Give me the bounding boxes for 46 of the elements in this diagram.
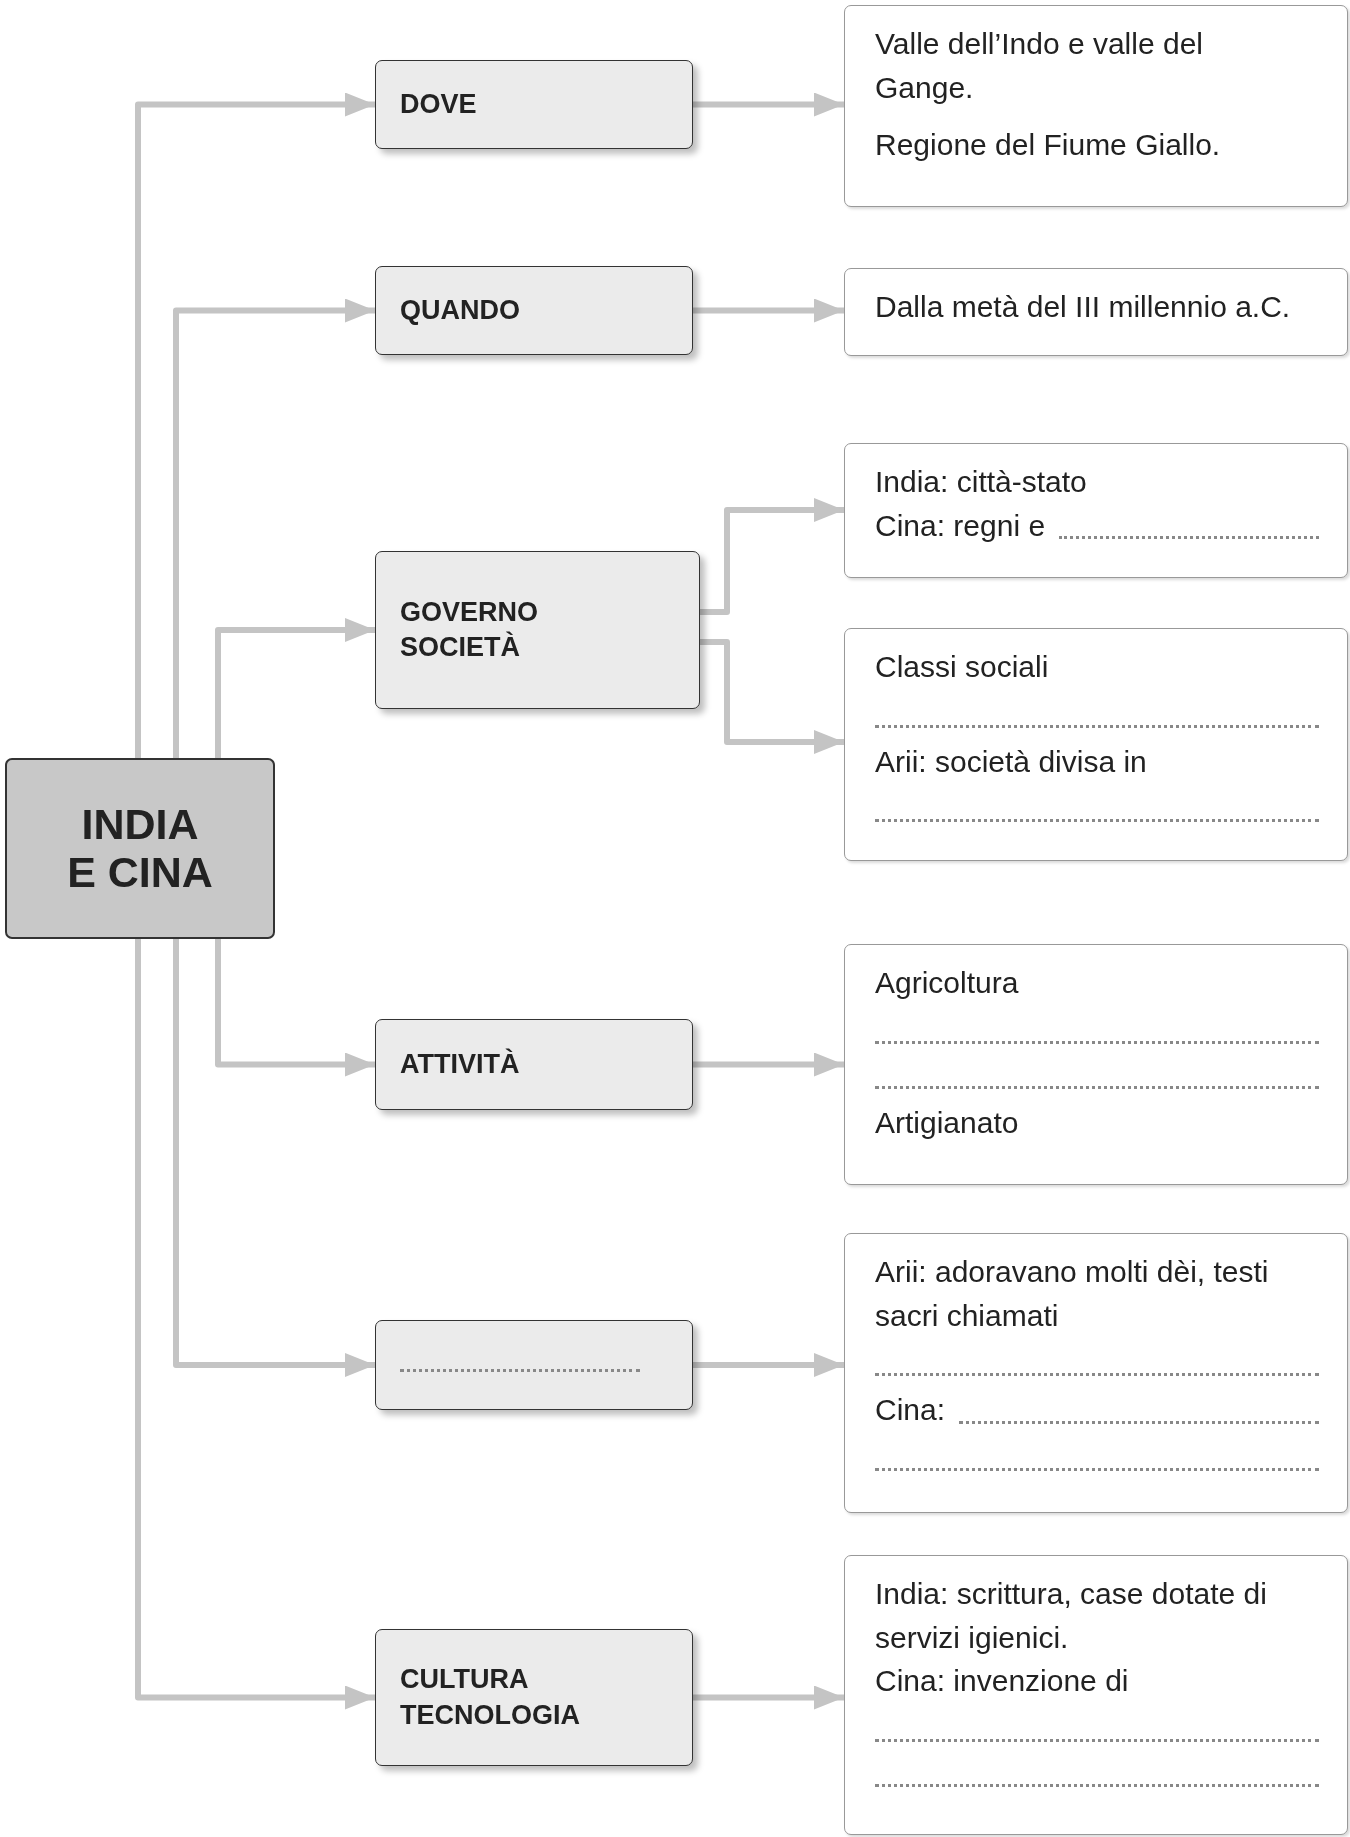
- category-label: CULTURA TECNOLOGIA: [400, 1663, 581, 1732]
- info-box: [844, 443, 1348, 578]
- node-text: India: scrittura, case dotate di servizi igienici.: [875, 1576, 1268, 1656]
- node-text: Arii: società divisa in: [875, 743, 1148, 780]
- category-box: [375, 1320, 693, 1410]
- arrow: [693, 92, 844, 117]
- category-box: [375, 1019, 693, 1110]
- node-text: Valle dell’Indo e valle del Gange.: [875, 26, 1204, 106]
- arrow: [693, 298, 844, 323]
- category-label: DOVE: [400, 87, 478, 121]
- arrow: [215, 939, 375, 1077]
- arrow: [693, 1685, 844, 1710]
- info-box: [844, 944, 1348, 1185]
- info-box: [844, 1233, 1348, 1513]
- arrow: [700, 639, 844, 754]
- topic-title: INDIA E CINA: [66, 801, 214, 896]
- arrow: [135, 92, 375, 758]
- arrow: [693, 1052, 844, 1077]
- node-text: Artigianato: [875, 1104, 1020, 1141]
- category-box: [375, 266, 693, 355]
- arrow: [173, 939, 375, 1377]
- info-box: [844, 268, 1348, 356]
- arrow: [135, 939, 375, 1710]
- category-label: ATTIVITÀ: [400, 1047, 521, 1081]
- node-text: Cina: invenzione di: [875, 1663, 1130, 1699]
- info-box: [844, 628, 1348, 861]
- node-text: Classi sociali: [875, 649, 1050, 685]
- info-box: [844, 1555, 1348, 1835]
- arrow: [693, 1353, 844, 1377]
- arrow: [173, 298, 375, 758]
- category-label: QUANDO: [400, 293, 521, 327]
- topic-box: [5, 758, 275, 939]
- node-text: Cina:: [875, 1392, 946, 1428]
- node-text: Regione del Fiume Giallo.: [875, 127, 1222, 163]
- node-text: Cina: regni e: [875, 507, 1046, 544]
- node-text: Agricoltura: [875, 965, 1020, 1001]
- node-text: Dalla metà del III millennio a.C.: [875, 289, 1292, 325]
- category-label: GOVERNO SOCIETÀ: [400, 595, 540, 664]
- category-box: [375, 1629, 693, 1766]
- node-text: India: città-stato: [875, 464, 1088, 500]
- category-box: [375, 60, 693, 149]
- arrow: [215, 618, 375, 758]
- info-box: [844, 5, 1348, 207]
- category-box: [375, 551, 700, 709]
- node-text: Arii: adoravano molti dèi, testi sacri chiamati: [875, 1254, 1270, 1334]
- arrow: [700, 498, 844, 615]
